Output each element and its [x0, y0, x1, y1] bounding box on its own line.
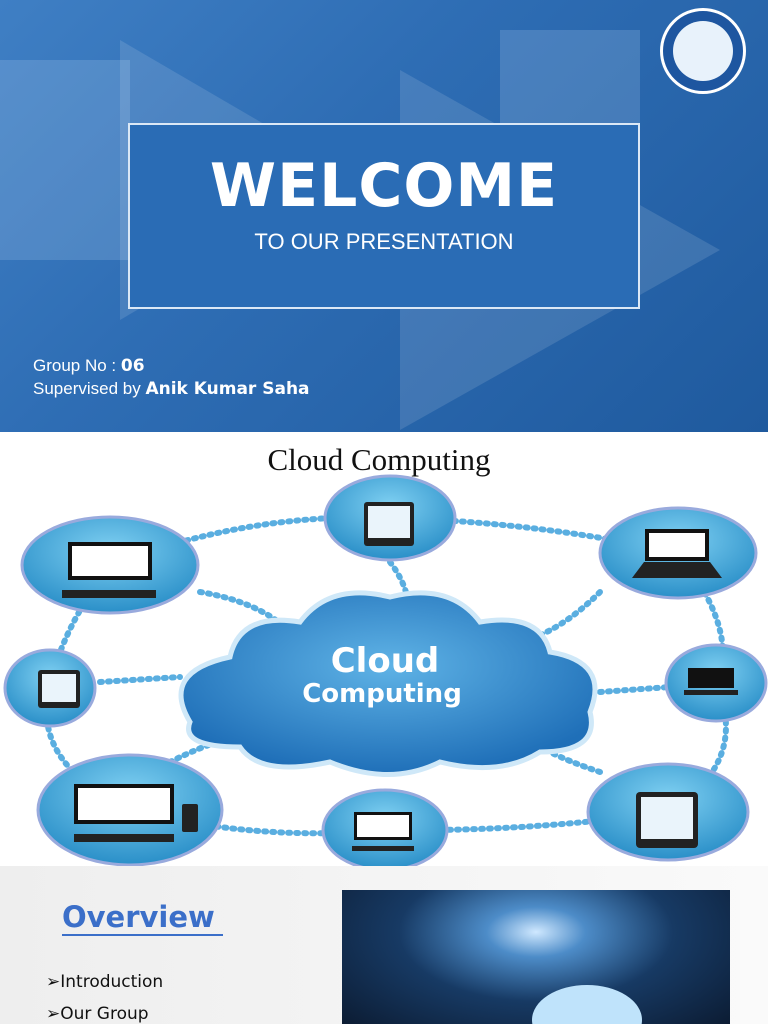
overview-item-text: Our Group: [60, 1004, 149, 1024]
group-number: Group No : 06: [33, 356, 145, 376]
tablet-node: [3, 648, 97, 728]
welcome-subtitle: TO OUR PRESENTATION: [254, 229, 514, 254]
cloud-diagram: Cloud Computing: [3, 474, 768, 866]
overview-item: ➢Introduction: [46, 972, 164, 992]
group-value: 06: [120, 356, 145, 376]
monitor-node: [20, 515, 200, 615]
server-cloud-image: [342, 890, 730, 1024]
overview-slide: Overview ➢Introduction ➢Our Group: [0, 866, 768, 1024]
overview-item: ➢Our Group: [46, 1004, 149, 1024]
supervisor-label: Supervised by: [33, 379, 146, 398]
university-logo: [660, 8, 746, 94]
cloud-icon: [532, 985, 642, 1024]
cloud-shape: Cloud Computing: [178, 590, 598, 777]
group-label: Group No :: [33, 356, 121, 375]
device-nodes: [3, 474, 768, 866]
welcome-title: WELCOME: [209, 151, 559, 221]
overview-title: Overview: [62, 900, 223, 936]
bg-window: [0, 60, 130, 260]
overview-item-text: Introduction: [60, 972, 164, 992]
cloud-label-line2: Computing: [302, 679, 462, 709]
laptop-node: [664, 643, 768, 723]
supervisor-name: Anik Kumar Saha: [145, 379, 310, 399]
welcome-box: WELCOME TO OUR PRESENTATION: [128, 123, 640, 309]
monitor-node: [36, 753, 224, 866]
tablet-node: [586, 762, 750, 862]
laptop-node: [598, 506, 758, 600]
tablet-node: [323, 474, 457, 562]
cloud-label-line1: Cloud: [331, 641, 440, 681]
monitor-node: [321, 788, 449, 866]
welcome-slide: WELCOME TO OUR PRESENTATION Group No : 0…: [0, 0, 768, 432]
supervisor: Supervised by Anik Kumar Saha: [33, 379, 310, 399]
slide-title: Cloud Computing: [267, 442, 491, 477]
cloud-computing-slide: Cloud Computing Cloud Co: [0, 432, 768, 866]
